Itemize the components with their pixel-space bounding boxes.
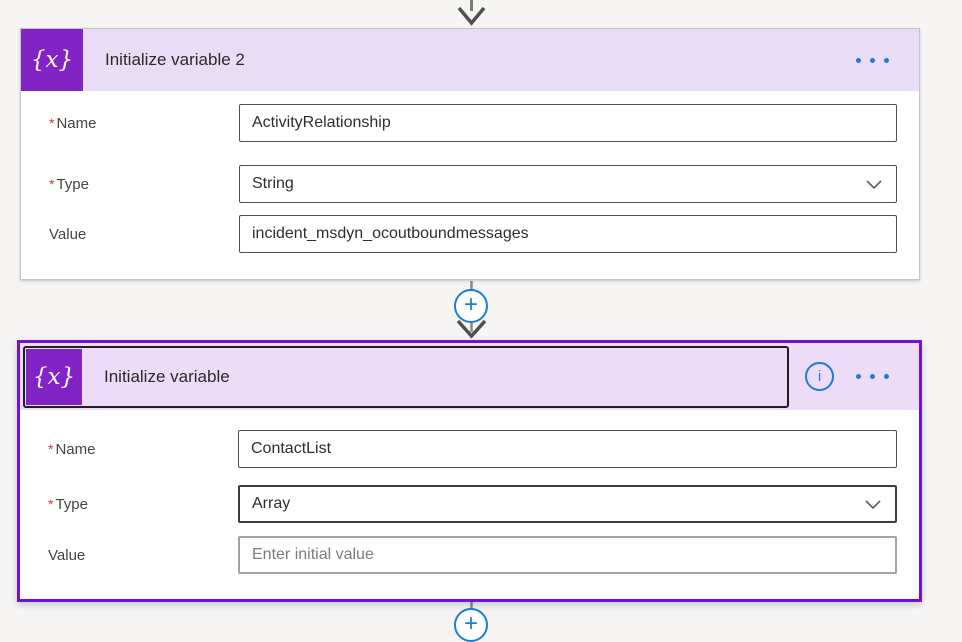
card-header: {x} Initialize variable i [20, 343, 919, 410]
ellipsis-dot [870, 57, 875, 63]
chevron-down-icon [866, 179, 882, 189]
field-label-type: *Type [20, 496, 238, 513]
dropdown-selected-value: Array [252, 495, 291, 512]
ellipsis-dot [856, 374, 861, 379]
arrow-down-icon [456, 319, 487, 339]
card-header[interactable]: {x} Initialize variable 2 [21, 29, 919, 91]
required-marker: * [49, 175, 55, 192]
info-icon[interactable]: i [805, 362, 834, 391]
name-input[interactable] [239, 104, 897, 142]
card-body: *Name *Type Array Value [20, 410, 919, 574]
arrow-down-icon [457, 6, 486, 26]
card-title: Initialize variable 2 [105, 50, 245, 69]
required-marker: * [49, 114, 55, 131]
field-label-text: Value [49, 225, 87, 243]
menu-ellipsis-button[interactable] [856, 374, 889, 379]
action-card-initialize-variable-2: {x} Initialize variable 2 *Name *Type St… [20, 28, 920, 280]
chevron-down-icon [865, 499, 881, 509]
field-row: Value [21, 215, 919, 253]
field-label-name: *Name [21, 115, 239, 132]
card-body: *Name *Type String Value [21, 91, 919, 253]
ellipsis-dot [884, 57, 889, 63]
variable-icon: {x} [21, 29, 83, 91]
dropdown-selected-value: String [252, 175, 294, 192]
ellipsis-dot [856, 57, 861, 63]
type-dropdown[interactable]: Array [238, 485, 897, 523]
ellipsis-dot [884, 374, 889, 379]
field-row: *Name [20, 430, 919, 468]
card-title: Initialize variable [104, 366, 230, 386]
value-input[interactable] [239, 215, 897, 253]
menu-ellipsis-button[interactable] [856, 57, 889, 63]
variable-icon: {x} [26, 348, 82, 405]
action-card-initialize-variable: {x} Initialize variable i *Name *Type Ar… [17, 340, 922, 602]
insert-step-button[interactable]: + [454, 608, 488, 642]
name-input[interactable] [238, 430, 897, 468]
field-label-text: Name [55, 440, 96, 458]
field-label-text: Value [48, 546, 86, 564]
ellipsis-dot [870, 374, 875, 379]
value-input[interactable] [238, 536, 897, 574]
field-label-text: Type [56, 175, 89, 193]
required-marker: * [48, 440, 54, 457]
field-row: *Type String [21, 165, 919, 203]
field-label-value: Value [21, 226, 239, 243]
type-dropdown[interactable]: String [239, 165, 897, 203]
field-label-text: Name [56, 114, 97, 132]
field-label-type: *Type [21, 176, 239, 193]
required-marker: * [48, 495, 54, 512]
field-label-name: *Name [20, 441, 238, 458]
field-row: *Type Array [20, 485, 919, 523]
insert-step-button[interactable]: + [454, 289, 488, 323]
field-label-text: Type [55, 495, 88, 513]
field-row: Value [20, 536, 919, 574]
card-header-focus-box[interactable]: {x} Initialize variable [23, 345, 789, 408]
field-label-value: Value [20, 547, 238, 564]
field-row: *Name [21, 104, 919, 142]
